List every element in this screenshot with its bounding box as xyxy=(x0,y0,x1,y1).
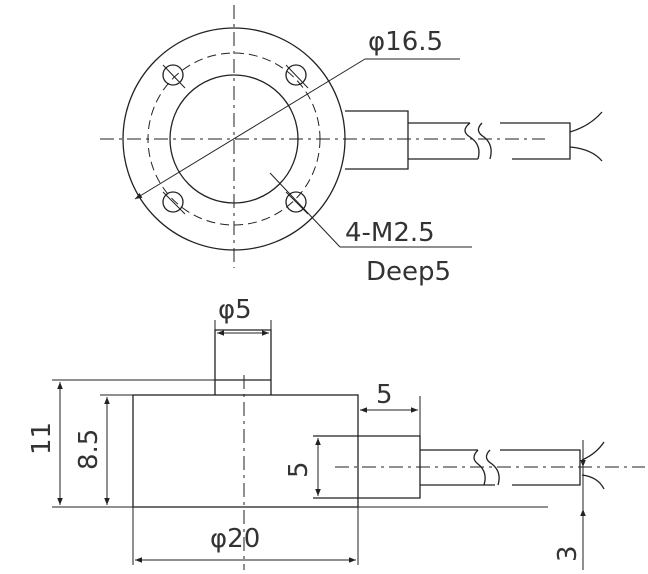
diameter-label: φ16.5 xyxy=(368,27,443,57)
cable xyxy=(408,122,571,160)
connector-length-label: 5 xyxy=(376,380,393,410)
body-diameter-label: φ20 xyxy=(210,524,260,554)
thread-label: 4-M2.5 xyxy=(345,218,435,248)
height-11-label: 11 xyxy=(27,422,57,455)
depth-label: Deep5 xyxy=(366,257,451,287)
cable-break xyxy=(464,122,492,160)
cable-offset-label: 3 xyxy=(553,545,583,562)
side-wires xyxy=(581,441,605,490)
bolt-circle xyxy=(147,52,321,226)
height-85-label: 8.5 xyxy=(74,429,104,470)
side-cable-break xyxy=(473,449,500,486)
connector-height-label: 5 xyxy=(284,461,314,478)
wires xyxy=(569,111,603,162)
top-view: φ16.5 4-M2.5 Deep5 xyxy=(100,5,603,287)
inner-circle xyxy=(169,74,299,204)
mounting-holes xyxy=(162,64,309,215)
thread-leader xyxy=(269,172,341,248)
button-diameter-label: φ5 xyxy=(218,295,252,325)
diameter-leader xyxy=(134,58,366,200)
load-button xyxy=(214,329,272,395)
side-view: 11 8.5 φ5 5 5 φ20 3 xyxy=(27,295,645,570)
body-outline xyxy=(132,394,359,508)
connector-housing xyxy=(345,110,409,170)
outer-flange-circle xyxy=(122,27,346,251)
